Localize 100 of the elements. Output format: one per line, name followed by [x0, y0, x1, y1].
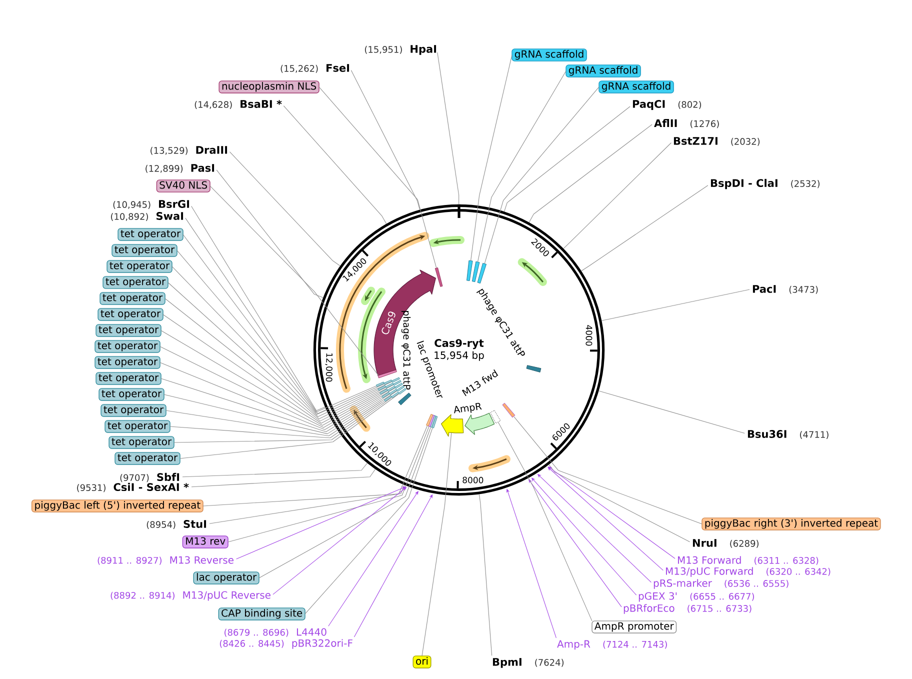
enzyme-label: CsiI - SexAI * — [114, 482, 189, 492]
site-position: (10,945) — [113, 200, 150, 209]
site-position: (802) — [678, 100, 702, 109]
feature-bar — [385, 382, 394, 388]
tick-label: 12,000 — [325, 353, 333, 382]
feature-bar — [398, 392, 412, 406]
enzyme-label: FseI — [326, 64, 350, 72]
primer-range: (6655 .. 6677) — [690, 592, 754, 601]
feature-label: tet operator — [102, 276, 168, 289]
enzyme-label: PacI — [752, 285, 776, 293]
feature-label: nucleoplasmin NLS — [218, 80, 320, 94]
feature-bar — [466, 260, 473, 282]
feature-bar — [396, 385, 405, 392]
feature-label: AmpR promoter — [592, 620, 677, 634]
enzyme-label: StuI — [184, 520, 206, 528]
leader-line — [498, 422, 592, 622]
feature-label: tet operator — [108, 436, 174, 449]
leader-line — [304, 428, 433, 614]
leader-line — [601, 289, 750, 321]
site-position: (9531) — [77, 484, 106, 492]
feature-label: piggyBac right (3') inverted repeat — [702, 518, 881, 530]
primer-label: L4440 — [296, 628, 326, 636]
feature-bar — [398, 388, 406, 395]
site-position: (8954) — [146, 520, 176, 529]
feature-bar — [378, 370, 397, 378]
leader-line — [191, 468, 376, 488]
enzyme-label: BsrGI — [159, 200, 190, 208]
primer-label: M13 Forward — [678, 556, 741, 564]
site-position: (15,262) — [280, 64, 318, 73]
feature-label: tet operator — [106, 260, 172, 273]
primer-label: Amp-R — [557, 640, 590, 650]
site-position: (6289) — [730, 540, 758, 548]
feature-label: tet operator — [100, 292, 166, 305]
site-position: (10,892) — [111, 212, 148, 221]
site-position: (13,529) — [150, 146, 188, 155]
feature-label: piggyBac left (5') inverted repeat — [32, 500, 204, 512]
primer-range: (6311 .. 6328) — [754, 556, 818, 565]
feature-bar — [477, 262, 487, 284]
site-position: (2032) — [731, 138, 760, 146]
primer-range: (6320 .. 6342) — [766, 568, 830, 576]
feature-label: tet operator — [96, 372, 162, 385]
feature-label: tet operator — [94, 340, 160, 353]
feature-label: SV40 NLS — [156, 180, 210, 192]
primer-label: M13/pUC Reverse — [183, 591, 270, 601]
leader-line — [478, 494, 492, 656]
leader-line — [506, 488, 556, 638]
enzyme-label: BstZ17I — [674, 137, 718, 145]
leader-line — [168, 282, 378, 420]
primer-range: (8426 .. 8445) — [220, 640, 284, 648]
primer-label: pBRforEco — [624, 604, 674, 614]
leader-line — [166, 390, 398, 436]
site-position: (2532) — [791, 180, 820, 188]
enzyme-label: BsaBI * — [240, 100, 282, 108]
site-position: (12,899) — [146, 164, 183, 173]
feature-name: AmpR — [454, 402, 482, 414]
enzyme-label: NruI — [692, 539, 716, 547]
feature-label: gRNA scaffold — [566, 64, 641, 78]
leader-line — [160, 346, 388, 428]
primer-label: pGEX 3' — [638, 592, 677, 602]
feature-label: tet operator — [98, 388, 164, 401]
primer-range: (8911 .. 8927) — [98, 556, 162, 565]
leader-line — [514, 416, 702, 524]
feature-bar — [382, 392, 390, 398]
feature-label: gRNA scaffold — [598, 80, 674, 94]
feature-label: M13 rev — [182, 536, 228, 548]
leader-line — [216, 170, 324, 298]
leader-line — [172, 266, 392, 417]
leader-line — [470, 54, 512, 261]
feature-bar — [384, 380, 392, 385]
enzyme-label: SwaI — [156, 212, 184, 220]
feature-label: gRNA scaffold — [512, 48, 587, 62]
feature-label: tet operator — [114, 452, 180, 465]
enzyme-label: PaqCI — [632, 100, 665, 110]
enzyme-label: SbfI — [157, 472, 180, 482]
site-position: (1276) — [690, 120, 719, 128]
feature-name: M13 fwd — [462, 369, 498, 396]
leader-line — [484, 86, 600, 264]
enzyme-label: Bsu36I — [748, 430, 786, 438]
leader-line — [182, 234, 376, 412]
feature-label: tet operator — [104, 420, 170, 433]
feature-label: lac operator — [193, 572, 260, 584]
feature-bar — [376, 382, 384, 387]
leader-line — [164, 394, 390, 434]
feature-bar — [434, 267, 443, 287]
leader-line — [422, 432, 452, 656]
leader-line — [318, 86, 437, 268]
leader-line — [528, 124, 652, 223]
leader-line — [162, 314, 394, 424]
feature-bar — [387, 386, 396, 392]
primer-label: pRS-marker — [654, 579, 712, 589]
enzyme-label: DraIII — [196, 146, 228, 154]
leader-line — [258, 426, 431, 578]
feature-bar — [526, 365, 542, 372]
feature-bar — [391, 392, 400, 398]
leader-line — [581, 185, 708, 272]
enzyme-label: BspDI - ClaI — [710, 178, 778, 190]
primer-range: (6536 .. 6555) — [724, 580, 788, 588]
feature-bar — [392, 377, 400, 383]
leader-line — [180, 394, 400, 459]
feature-bar — [380, 388, 388, 394]
